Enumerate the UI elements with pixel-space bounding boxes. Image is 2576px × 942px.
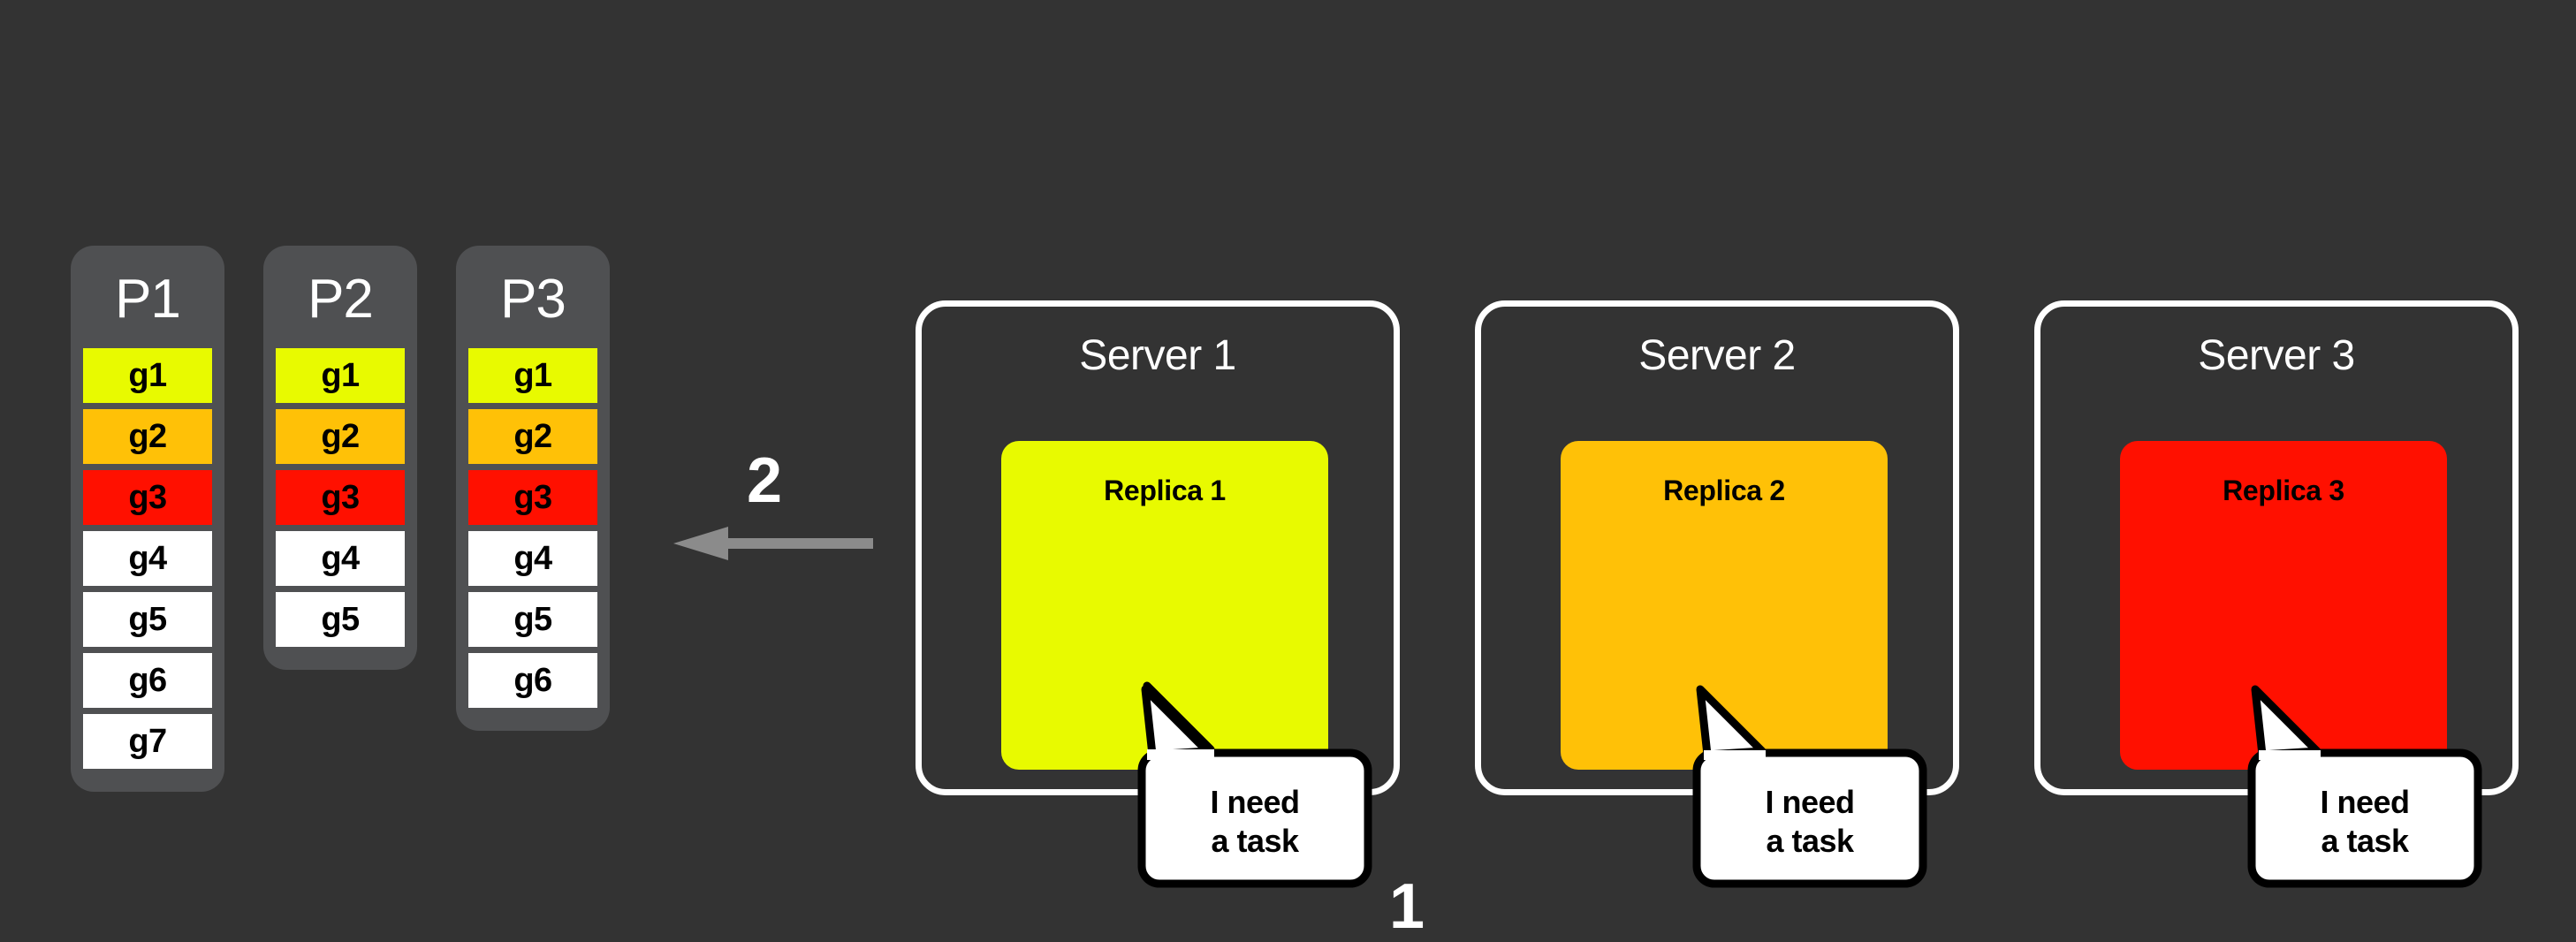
speech-bubble-server-3: I need a task [2247,685,2482,888]
partition-p2: P2 g1 g2 g3 g4 g5 [263,246,417,670]
speech-bubble-text: I need a task [2320,784,2410,859]
replica-label: Replica 1 [1104,475,1226,506]
partition-slot: g2 [468,409,597,464]
speech-bubble-server-1: I need a task [1137,681,1372,888]
partition-slot: g6 [83,653,212,708]
partition-title: P1 [115,269,181,330]
arrow-shaft [726,538,873,549]
arrow-head [673,527,728,560]
step-2-label: 2 [747,445,783,516]
speech-bubble-server-2: I need a task [1692,685,1927,888]
partition-p1: P1 g1 g2 g3 g4 g5 g6 g7 [71,246,224,792]
partition-slot: g4 [83,531,212,586]
partition-slot: g1 [276,348,405,403]
partition-slot-list: g1 g2 g3 g4 g5 g6 g7 [83,348,212,769]
partition-p3: P3 g1 g2 g3 g4 g5 g6 [456,246,610,731]
partition-slot: g4 [468,531,597,586]
partition-title: P2 [308,269,374,330]
partition-slot: g7 [83,714,212,769]
partition-slot: g3 [83,470,212,525]
speech-bubble-shape [1137,681,1372,888]
partition-slot: g5 [83,592,212,647]
speech-bubble-text: I need a task [1210,784,1300,859]
replica-label: Replica 2 [1663,475,1785,506]
replica-label: Replica 3 [2223,475,2344,506]
partition-slot: g2 [83,409,212,464]
partition-slot: g5 [276,592,405,647]
server-title: Server 1 [1079,332,1236,379]
partition-group: P1 g1 g2 g3 g4 g5 g6 g7 P2 g1 g2 g3 g4 g… [71,246,610,792]
partition-slot-list: g1 g2 g3 g4 g5 [276,348,405,647]
assign-task-arrow-icon [673,527,873,560]
server-title: Server 3 [2198,332,2355,379]
partition-slot: g3 [276,470,405,525]
speech-bubble-text: I need a task [1765,784,1855,859]
partition-slot: g3 [468,470,597,525]
partition-slot: g6 [468,653,597,708]
partition-slot: g1 [83,348,212,403]
speech-bubble-shape [1692,685,1927,888]
speech-bubble-shape [2247,685,2482,888]
partition-slot: g2 [276,409,405,464]
server-title: Server 2 [1638,332,1796,379]
partition-slot: g1 [468,348,597,403]
step-1-label: 1 [1389,871,1425,942]
partition-title: P3 [500,269,566,330]
partition-slot-list: g1 g2 g3 g4 g5 g6 [468,348,597,708]
partition-slot: g4 [276,531,405,586]
partition-slot: g5 [468,592,597,647]
